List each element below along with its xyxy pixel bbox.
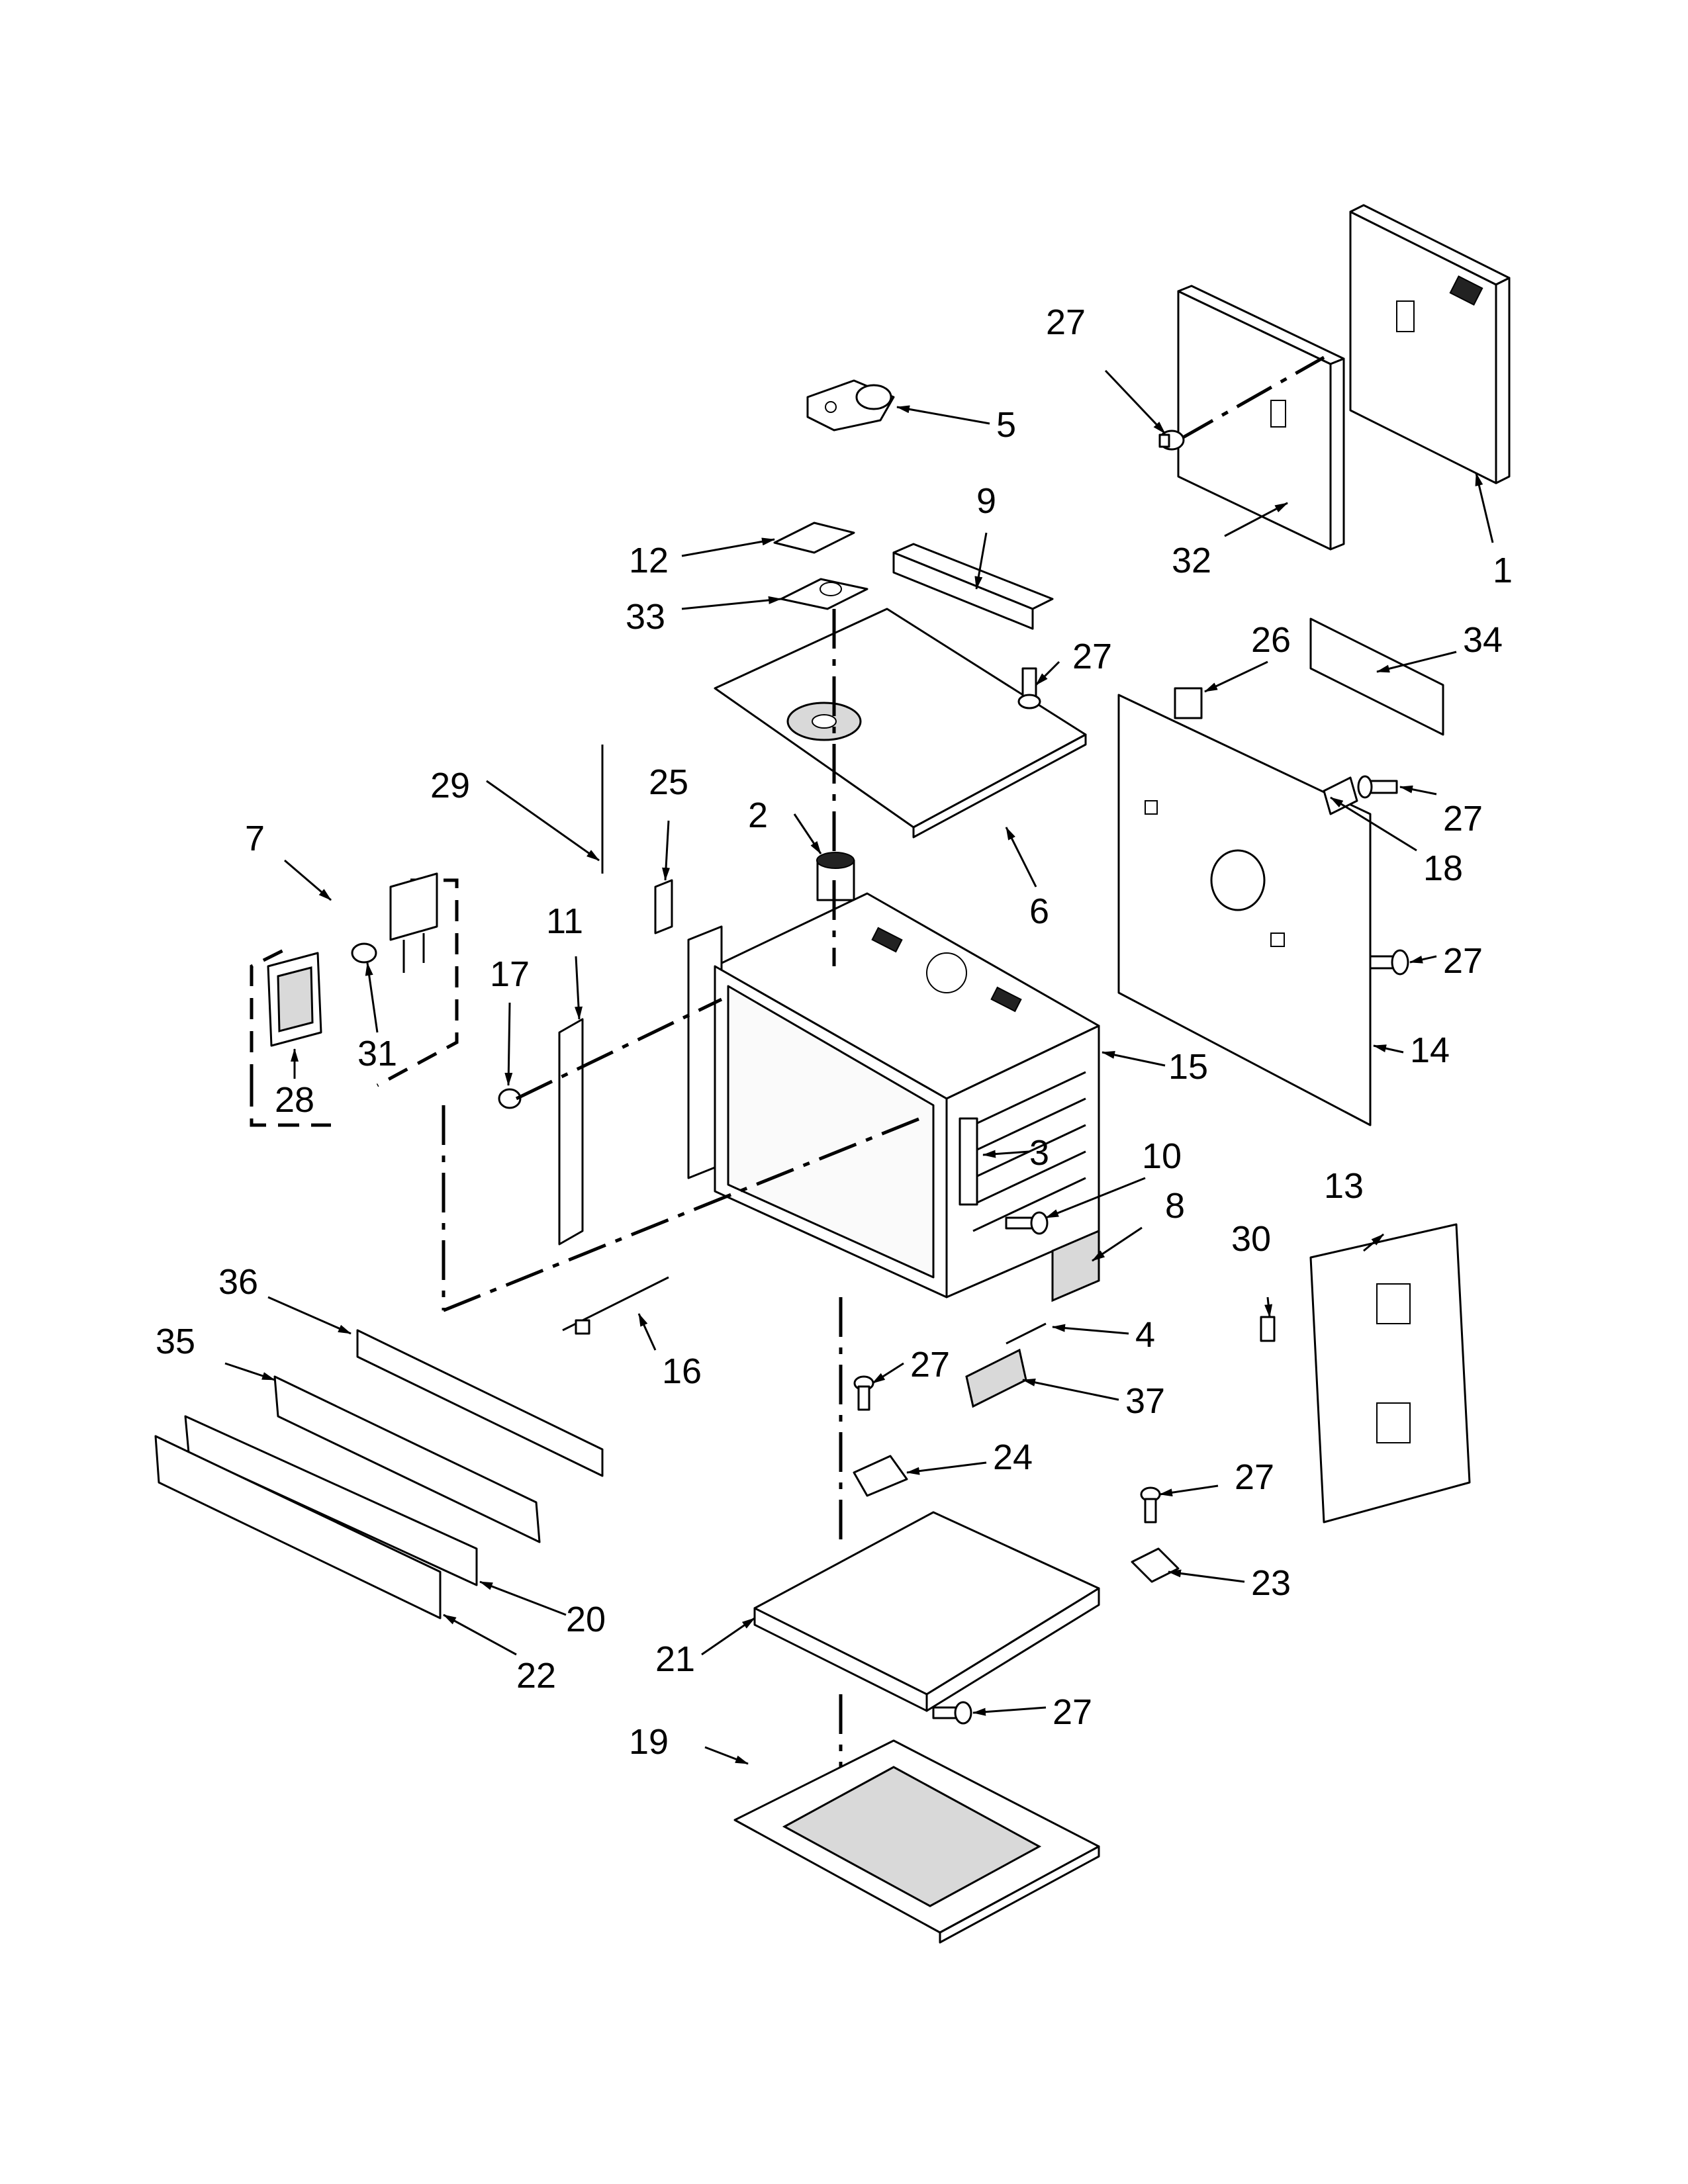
callout-1: 1 xyxy=(1493,551,1513,590)
part-12-cover xyxy=(773,522,855,554)
callout-27c: 27 xyxy=(1443,799,1483,839)
callout-2: 2 xyxy=(748,796,768,835)
part-25-bracket xyxy=(654,879,673,934)
callout-9: 9 xyxy=(976,481,996,521)
part-19-bottom-tray xyxy=(733,1739,1100,1944)
callout-37: 37 xyxy=(1125,1381,1165,1421)
callout-29: 29 xyxy=(430,766,470,805)
callout-26: 26 xyxy=(1251,620,1291,660)
part-14-side-panel xyxy=(1117,694,1372,1126)
callout-33: 33 xyxy=(626,597,665,637)
part-30-clip xyxy=(1260,1316,1276,1342)
callout-34: 34 xyxy=(1463,620,1503,660)
callout-28: 28 xyxy=(275,1080,314,1120)
part-23-bracket xyxy=(1131,1547,1180,1583)
screw-27-bottom-right xyxy=(1140,1486,1161,1524)
part-6-top-panel xyxy=(714,608,1087,839)
part-22-trim xyxy=(154,1435,442,1619)
screw-27-bottom-left xyxy=(853,1375,874,1411)
callout-8: 8 xyxy=(1165,1186,1185,1226)
assembly-line-17 xyxy=(515,997,723,1101)
callout-31: 31 xyxy=(357,1034,397,1073)
callout-3: 3 xyxy=(1029,1133,1049,1173)
callout-11: 11 xyxy=(546,901,583,941)
part-16-probe xyxy=(562,1276,669,1335)
part-35-trim xyxy=(273,1375,541,1543)
callout-15: 15 xyxy=(1168,1047,1208,1087)
callout-27a: 27 xyxy=(1046,302,1086,342)
part-33-bracket xyxy=(780,578,868,610)
callout-4: 4 xyxy=(1135,1315,1155,1355)
screw-27-side-upper xyxy=(1357,775,1398,799)
part-36-trim xyxy=(356,1329,604,1477)
callout-22: 22 xyxy=(516,1656,556,1696)
part-32-rear-panel xyxy=(1177,285,1345,551)
callout-14: 14 xyxy=(1410,1030,1450,1070)
part-3-side-bracket xyxy=(959,1117,978,1206)
part-5-thermostat xyxy=(806,379,895,432)
callout-32: 32 xyxy=(1172,541,1211,580)
part-11-door-seal xyxy=(558,1018,584,1246)
callout-7: 7 xyxy=(245,819,265,858)
part-1-rear-cover xyxy=(1349,204,1511,484)
part-7-light-kit xyxy=(250,872,459,1127)
callout-19: 19 xyxy=(629,1722,669,1762)
callout-labels: 1 2 3 4 5 6 7 8 9 10 11 12 13 14 15 16 1… xyxy=(156,302,1513,1762)
part-28-lens xyxy=(267,952,322,1047)
part-24-bracket xyxy=(853,1455,908,1497)
part-8-filter xyxy=(1051,1229,1100,1302)
callout-12: 12 xyxy=(629,541,669,580)
part-26-clip xyxy=(1174,687,1203,719)
callout-5: 5 xyxy=(996,405,1016,445)
part-21-bottom-panel xyxy=(753,1511,1100,1712)
callout-6: 6 xyxy=(1029,891,1049,931)
callout-24: 24 xyxy=(993,1437,1033,1477)
callout-23: 23 xyxy=(1251,1563,1291,1603)
callout-30: 30 xyxy=(1231,1219,1271,1259)
screw-27-top xyxy=(1158,430,1185,451)
part-17-knob xyxy=(498,1088,522,1109)
part-34-rail xyxy=(1309,617,1444,736)
callout-17: 17 xyxy=(490,954,530,994)
callout-27d: 27 xyxy=(1443,941,1483,981)
leader-arrows xyxy=(224,369,1494,1765)
callout-25: 25 xyxy=(649,762,688,802)
callout-27f: 27 xyxy=(1235,1457,1274,1497)
callout-27e: 27 xyxy=(910,1345,950,1385)
callout-21: 21 xyxy=(655,1639,695,1679)
callout-10: 10 xyxy=(1142,1136,1182,1176)
part-15-oven-cavity xyxy=(687,892,1100,1298)
assembly-line-32 xyxy=(1177,355,1325,442)
part-9-vent xyxy=(892,543,1054,630)
callout-36: 36 xyxy=(218,1262,258,1302)
part-20-trim xyxy=(184,1415,478,1586)
screw-27-side-lower xyxy=(1369,949,1409,976)
part-31-bulb xyxy=(351,942,377,964)
screw-27-bottom-panel xyxy=(932,1701,972,1725)
callout-35: 35 xyxy=(156,1322,195,1361)
callout-18: 18 xyxy=(1423,848,1463,888)
part-4-sensor xyxy=(1006,1322,1047,1345)
part-10-screw xyxy=(1005,1211,1049,1235)
assembly-line-7b xyxy=(443,1116,921,1312)
callout-20: 20 xyxy=(566,1600,606,1639)
callout-16: 16 xyxy=(662,1351,702,1391)
part-37-block xyxy=(965,1348,1027,1408)
callout-27g: 27 xyxy=(1053,1692,1092,1732)
screw-27-top-panel xyxy=(1017,667,1041,709)
callout-13: 13 xyxy=(1324,1166,1364,1206)
part-13-right-panel xyxy=(1309,1223,1471,1524)
callout-27b: 27 xyxy=(1072,637,1112,676)
